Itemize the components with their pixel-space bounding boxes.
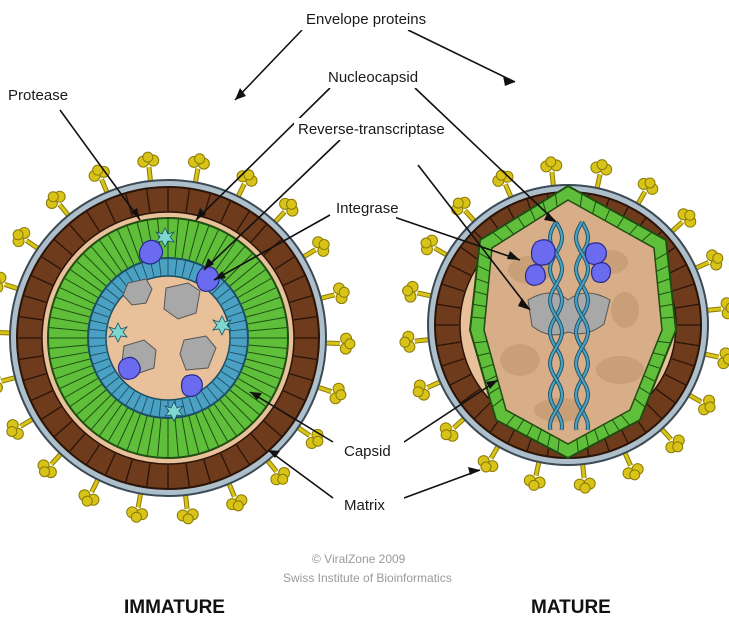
label-nucleocapsid: Nucleocapsid — [328, 69, 418, 86]
envelope-protein-spike — [38, 451, 63, 478]
envelope-protein-spike — [452, 197, 477, 224]
envelope-protein-spike — [236, 170, 257, 200]
envelope-protein-spike — [659, 426, 684, 453]
label-capsid: Capsid — [344, 443, 391, 460]
rna-region — [528, 293, 610, 335]
label-matrix: Matrix — [344, 497, 385, 514]
credit-line-1: © ViralZone 2009 — [312, 552, 406, 566]
enzyme-blob — [139, 240, 162, 264]
label-envelope-proteins: Envelope proteins — [306, 11, 426, 28]
envelope-protein-spike — [13, 227, 41, 250]
envelope-protein-spike — [493, 170, 513, 201]
credit-line-2: Swiss Institute of Bioinformatics — [283, 571, 452, 585]
enzyme-blob — [118, 357, 140, 379]
envelope-protein-spike — [623, 449, 643, 480]
immature-virion — [0, 152, 355, 524]
envelope-protein-spike — [421, 235, 450, 257]
envelope-protein-spike — [636, 178, 658, 207]
envelope-protein-spike — [686, 393, 715, 415]
enzyme-blob — [532, 240, 556, 265]
envelope-protein-spike — [7, 417, 36, 439]
envelope-protein-spike — [227, 480, 247, 511]
enzyme-blob — [586, 243, 607, 265]
envelope-protein-spike — [272, 198, 297, 225]
envelope-protein-spike — [692, 250, 723, 270]
caption-immature: IMMATURE — [124, 597, 225, 618]
envelope-protein-spike — [89, 165, 109, 196]
enzyme-blob — [526, 265, 546, 286]
envelope-protein-spike — [440, 416, 467, 441]
envelope-protein-spike — [46, 191, 71, 218]
mature-virion — [400, 157, 729, 493]
enzyme-blob — [182, 375, 203, 397]
label-integrase: Integrase — [336, 200, 399, 217]
label-protease: Protease — [8, 87, 68, 104]
envelope-protein-spike — [265, 458, 290, 485]
caption-mature: MATURE — [531, 597, 611, 618]
envelope-protein-spike — [300, 237, 329, 259]
envelope-protein-spike — [413, 380, 444, 400]
envelope-protein-spike — [295, 425, 323, 448]
envelope-protein-spike — [79, 476, 100, 506]
envelope-protein-spike — [669, 209, 696, 234]
envelope-protein-spike — [478, 443, 500, 472]
enzyme-blob — [592, 263, 611, 283]
label-reverse-transcriptase: Reverse-transcriptase — [298, 121, 445, 138]
